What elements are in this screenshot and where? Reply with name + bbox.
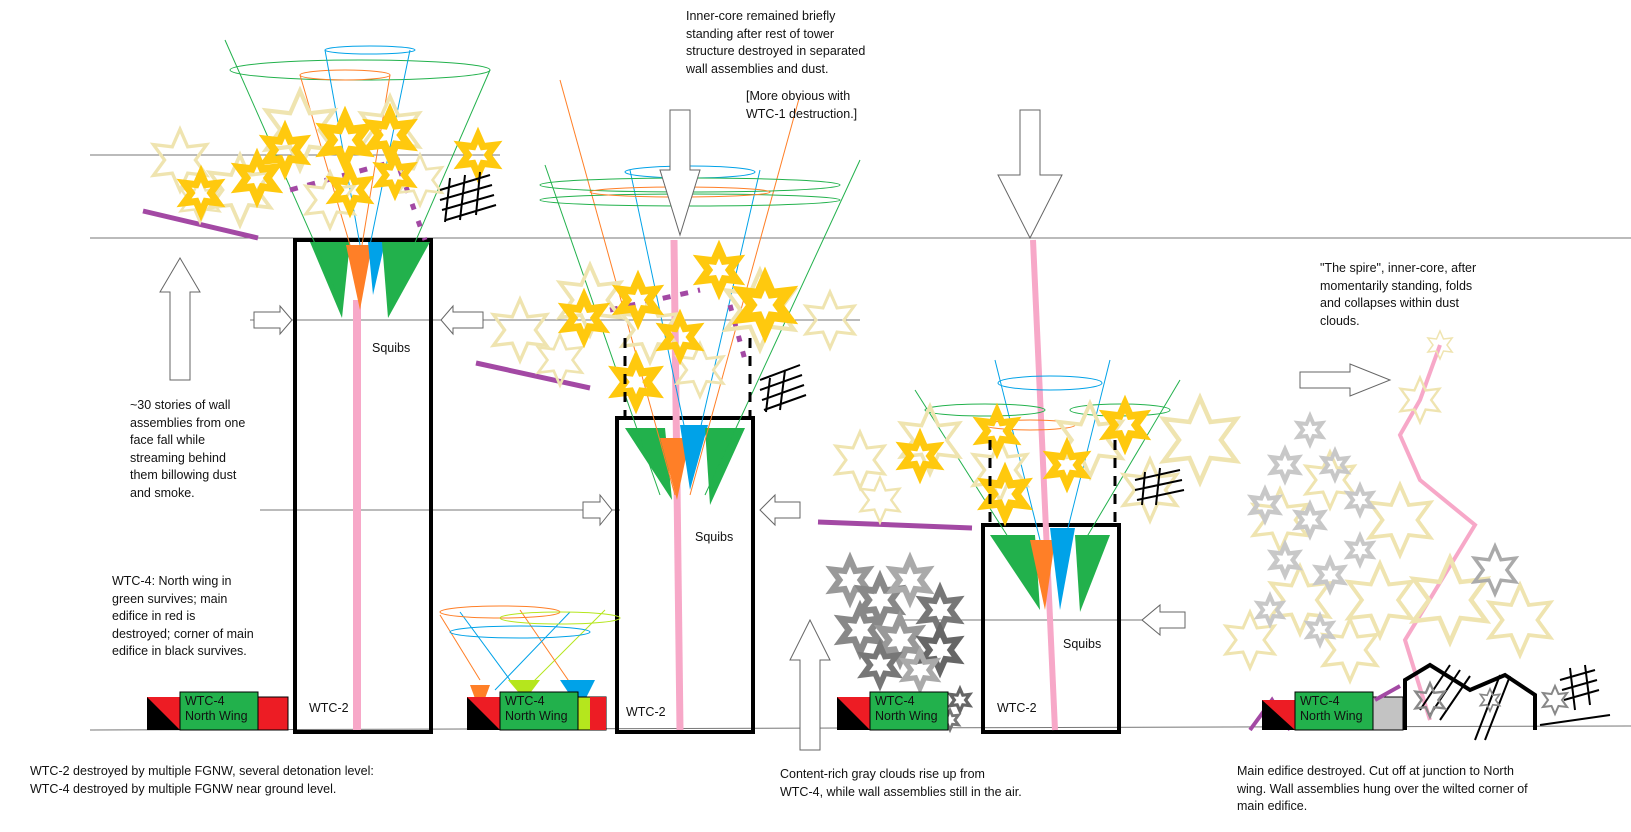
arrow-down-3 [997, 109, 1063, 240]
squibs-label-1: Squibs [372, 341, 411, 355]
bottom-right-caption: Main edifice destroyed. Cut off at junct… [1237, 764, 1528, 813]
wtc2-tower-3 [981, 523, 1121, 734]
wtc4-building-1 [147, 691, 289, 731]
wtc4-building-3 [837, 691, 949, 731]
bottom-mid-caption: Content-rich gray clouds rise up from WT… [780, 767, 1022, 799]
arrow-right-1 [253, 304, 293, 336]
tower-label-1: WTC-2 [309, 701, 349, 715]
green-cone-1b [382, 242, 430, 318]
core-3 [1030, 239, 1058, 731]
arrow-left-1 [440, 304, 484, 336]
blue-cone-1 [368, 242, 385, 295]
panel-3 [789, 109, 1236, 751]
green-cone-1a [310, 242, 350, 318]
bottom-left-caption: WTC-2 destroyed by multiple FGNW, severa… [30, 764, 374, 796]
tower-label-2: WTC-2 [626, 705, 666, 719]
wtc2-tower-1 [293, 238, 433, 734]
arrow-up-1 [159, 257, 201, 381]
arrow-right-4 [1299, 363, 1392, 397]
wtc4-label-3: WTC-4 North Wing [875, 694, 938, 723]
wtc4-note: WTC-4: North wing in green survives; mai… [112, 574, 254, 658]
panel-1 [142, 39, 497, 734]
wtc2-tower-2 [615, 416, 755, 734]
wall-assembly-purple-1 [142, 208, 259, 241]
wall-debris-1 [439, 171, 497, 223]
wtc4-label-2: WTC-4 North Wing [505, 694, 568, 723]
wall-assemblies-note: ~30 stories of wall assemblies from one … [130, 398, 246, 500]
spire-note: "The spire", inner-core, after momentari… [1320, 261, 1477, 328]
wtc4-label-4: WTC-4 North Wing [1300, 694, 1363, 723]
squibs-label-3: Squibs [1063, 637, 1102, 651]
wtc1-note: [More obvious with WTC-1 destruction.] [746, 89, 858, 121]
panel-4 [1224, 330, 1611, 741]
tower-label-3: WTC-2 [997, 701, 1037, 715]
squibs-label-2: Squibs [695, 530, 734, 544]
spire-core-4 [1397, 344, 1478, 721]
wtc4-label-1: WTC-4 North Wing [185, 694, 248, 723]
wtc4-building-4 [1248, 662, 1537, 732]
arrow-down-2 [659, 109, 701, 237]
wtc4-building-2 [467, 691, 607, 731]
orange-cone-1 [346, 245, 372, 310]
arrow-up-3 [789, 618, 831, 751]
panel-2 [439, 79, 861, 734]
inner-core-note: Inner-core remained briefly standing aft… [686, 9, 866, 76]
